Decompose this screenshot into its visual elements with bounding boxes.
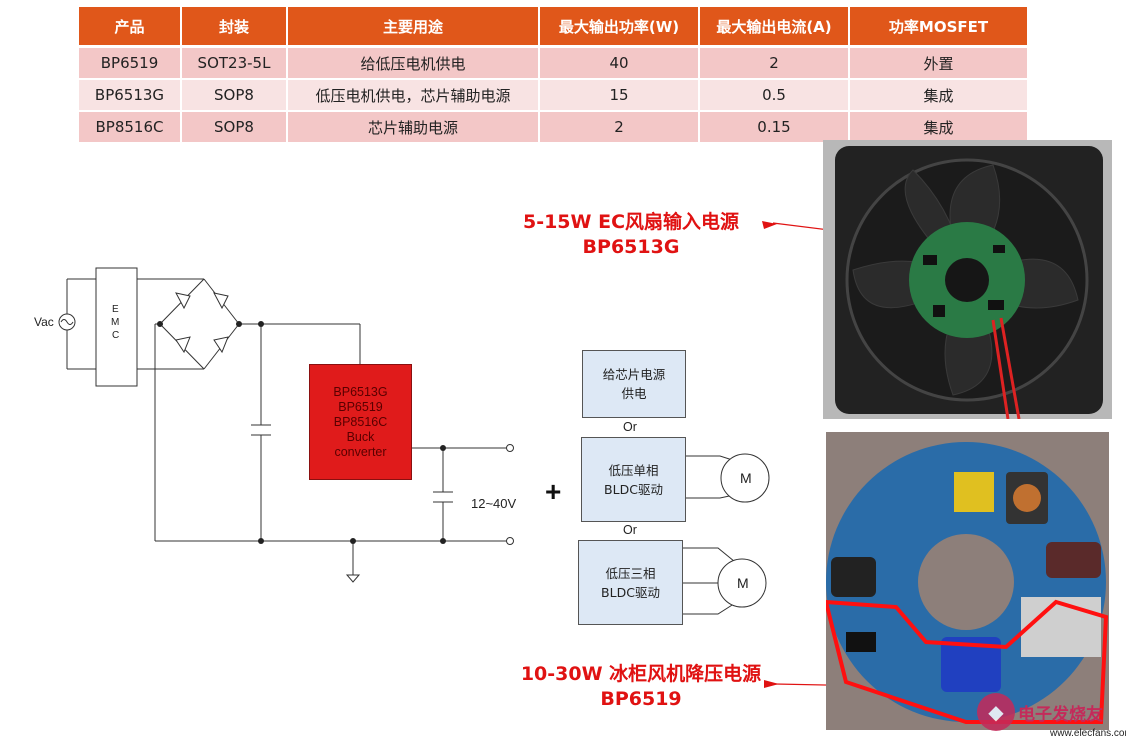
table-cell: BP8516C	[79, 112, 180, 144]
table-cell: 0.5	[700, 80, 848, 112]
bridge-rectifier-icon	[175, 292, 229, 354]
box-line: 供电	[621, 386, 647, 401]
single-phase-bldc-box: 低压单相 BLDC驱动	[581, 437, 686, 522]
table-cell: 40	[540, 48, 698, 80]
header-max-power: 最大输出功率(W)	[540, 7, 698, 48]
buck-line: BP8516C	[333, 414, 388, 429]
table-cell: 15	[540, 80, 698, 112]
table-cell: BP6513G	[79, 80, 180, 112]
fridge-fan-callout: 10-30W 冰柜风机降压电源 BP6519	[505, 662, 777, 712]
header-package: 封装	[182, 7, 286, 48]
buck-line: BP6513G	[333, 384, 388, 399]
table-cell: SOP8	[182, 80, 286, 112]
output-terminal-positive	[506, 444, 514, 452]
motor-icon	[717, 558, 767, 608]
table-cell: 芯片辅助电源	[288, 112, 538, 144]
output-terminal-ground	[506, 537, 514, 545]
plus-sign: +	[545, 476, 562, 507]
fridge-fan-callout-title: 10-30W 冰柜风机降压电源	[520, 663, 762, 685]
motor-label: M	[737, 575, 749, 591]
table-cell: 0.15	[700, 112, 848, 144]
vac-label: Vac	[34, 315, 54, 329]
box-line: BLDC驱动	[604, 481, 663, 497]
table-cell: BP6519	[79, 48, 180, 80]
header-mosfet: 功率MOSFET	[850, 7, 1027, 48]
table-cell: 2	[700, 48, 848, 80]
emc-letter-c: C	[112, 330, 120, 341]
watermark-logo-icon: ◆	[977, 693, 1015, 731]
box-line: BLDC驱动	[601, 584, 660, 600]
table-row: BP6513G SOP8 低压电机供电，芯片辅助电源 15 0.5 集成	[79, 80, 1027, 112]
table-cell: SOT23-5L	[182, 48, 286, 80]
header-max-current: 最大输出电流(A)	[700, 7, 848, 48]
table-cell: 2	[540, 112, 698, 144]
ec-fan-callout-title: 5-15W EC风扇输入电源	[522, 211, 740, 233]
table-row: BP6519 SOT23-5L 给低压电机供电 40 2 外置	[79, 48, 1027, 80]
output-voltage-label: 12~40V	[471, 496, 517, 511]
table-cell: 外置	[850, 48, 1027, 80]
spec-table: 产品 封装 主要用途 最大输出功率(W) 最大输出电流(A) 功率MOSFET …	[77, 7, 1029, 144]
fridge-fan-callout-part: BP6519	[600, 688, 682, 710]
ec-fan-callout-part: BP6513G	[582, 236, 680, 258]
box-line: 低压单相	[608, 462, 659, 478]
table-cell: SOP8	[182, 112, 286, 144]
table-cell: 给低压电机供电	[288, 48, 538, 80]
table-cell: 低压电机供电，芯片辅助电源	[288, 80, 538, 112]
arrowhead-icon	[764, 680, 779, 688]
table-row: BP8516C SOP8 芯片辅助电源 2 0.15 集成	[79, 112, 1027, 144]
arrowhead-icon	[762, 221, 777, 229]
box-line: 低压三相	[605, 565, 656, 581]
ec-fan-callout: 5-15W EC风扇输入电源 BP6513G	[508, 210, 754, 260]
table-cell: 集成	[850, 80, 1027, 112]
table-header-row: 产品 封装 主要用途 最大输出功率(W) 最大输出电流(A) 功率MOSFET	[79, 7, 1027, 48]
emc-letter-e: E	[112, 304, 119, 315]
header-usage: 主要用途	[288, 7, 538, 48]
three-phase-bldc-box: 低压三相 BLDC驱动	[578, 540, 683, 625]
watermark-text: 电子发烧友	[1018, 705, 1103, 725]
header-product: 产品	[79, 7, 180, 48]
box-line: 给芯片电源	[602, 367, 666, 382]
watermark-site: www.elecfans.com	[1050, 728, 1126, 739]
table-cell: 集成	[850, 112, 1027, 144]
motor-icon	[720, 453, 770, 503]
or-label: Or	[623, 523, 637, 537]
ec-fan-photo	[823, 140, 1112, 419]
fridge-fan-board-photo	[826, 432, 1109, 730]
buck-line: Buck	[346, 429, 375, 444]
buck-line: BP6519	[338, 399, 383, 414]
buck-converter-block: BP6513G BP6519 BP8516C Buck converter	[309, 364, 412, 480]
motor-label: M	[740, 470, 752, 486]
buck-line: converter	[334, 444, 387, 459]
emc-letter-m: M	[111, 317, 120, 328]
or-label: Or	[623, 420, 637, 434]
chip-supply-box: 给芯片电源 供电	[582, 350, 686, 418]
